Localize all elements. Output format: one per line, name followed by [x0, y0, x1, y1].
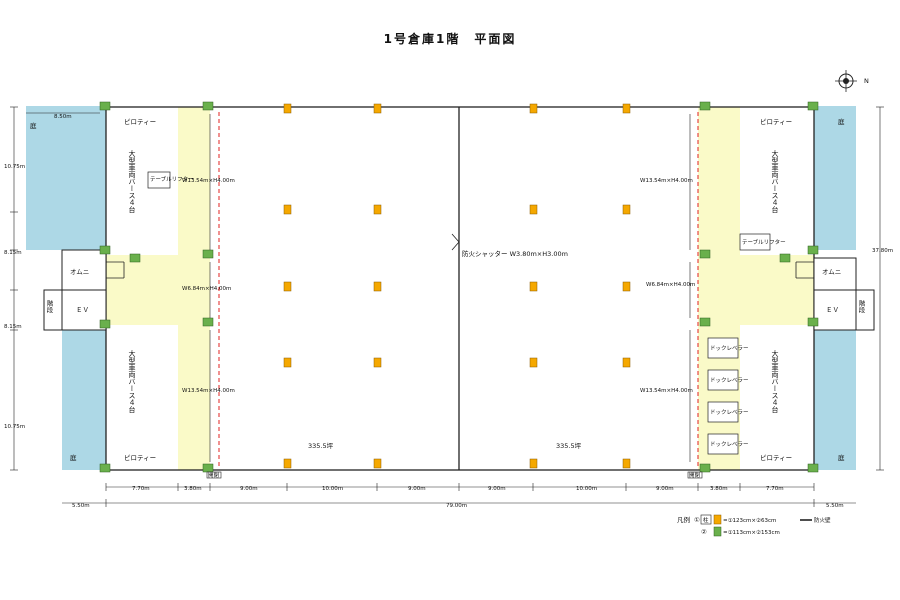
legend-orange-swatch — [713, 514, 722, 525]
legend-item1-text: =①123cm×②63cm — [723, 517, 776, 524]
legend-item2-num: ② — [701, 528, 707, 536]
gate-left — [206, 471, 222, 479]
stairs-left — [43, 289, 63, 331]
dim-bottom-4: 10.00m — [322, 486, 343, 492]
label-niwa-tr: 庭 — [838, 117, 845, 126]
dim-left-10-75-top: 10.75m — [4, 164, 25, 170]
compass-icon — [835, 70, 857, 92]
dock-leveler-label-4: ドックレベラー — [710, 441, 749, 448]
gate-left-label: 開閉 — [208, 472, 220, 479]
label-large-vehicle-bl: 大型車両バース４台 — [128, 349, 136, 414]
omni-left — [61, 249, 107, 291]
dim-bottom-10: 7.70m — [766, 486, 784, 492]
dim-bottom-2: 3.80m — [184, 486, 202, 492]
dim-left-10-75-bottom: 10.75m — [4, 424, 25, 430]
dim-right-total: 37.80m — [872, 248, 893, 254]
garden-bottom-left — [62, 330, 106, 470]
stairs-right — [855, 289, 875, 331]
legend-pillar-box — [700, 514, 712, 525]
legend-item2-text: =①113cm×②153cm — [723, 529, 780, 536]
dim-left-margin: 5.50m — [72, 503, 90, 509]
legend-green-swatch — [713, 526, 722, 537]
dim-w13-bl: W13.54m×H4.00m — [182, 388, 235, 394]
dim-total-width: 79.00m — [446, 503, 467, 509]
label-large-vehicle-br: 大型車両バース４台 — [771, 349, 779, 414]
gate-right-label: 開閉 — [689, 472, 701, 479]
table-lifter-left — [147, 171, 171, 189]
legend-title: 凡例 — [677, 515, 690, 524]
dim-w6-l: W6.84m×H4.00m — [182, 286, 231, 292]
legend-item1-num: ① — [694, 516, 700, 524]
label-piloti-tr: ピロティー — [760, 118, 792, 126]
label-piloti-br: ピロティー — [760, 454, 792, 462]
dim-left-8-15-a: 8.15m — [4, 250, 22, 256]
label-omni-left: オムニ — [70, 268, 89, 276]
dim-bottom-8: 9.00m — [656, 486, 674, 492]
legend-wall-text: 防火壁 — [814, 516, 831, 524]
label-piloti-tl: ピロティー — [124, 118, 156, 126]
label-niwa-bl: 庭 — [70, 453, 77, 462]
table-lifter-right — [739, 233, 771, 251]
legend-pillar-mark: 柱 — [703, 516, 709, 524]
dim-bottom-9: 3.80m — [710, 486, 728, 492]
label-large-vehicle-tr: 大型車両バース４台 — [771, 149, 779, 214]
label-ev-right: ＥＶ — [826, 306, 839, 314]
dim-bottom-6: 9.00m — [488, 486, 506, 492]
fire-shutter-symbol — [451, 233, 460, 251]
page-title: 1号倉庫1階 平面図 — [383, 32, 517, 46]
dim-right-margin: 5.50m — [826, 503, 844, 509]
dock-leveler-label-1: ドックレベラー — [710, 345, 749, 352]
label-piloti-bl: ピロティー — [124, 454, 156, 462]
label-stairs-right: 階段 — [857, 299, 865, 315]
dim-w6-r: W6.84m×H4.00m — [646, 282, 695, 288]
garden-bottom-right — [814, 330, 856, 470]
area-right: 335.5坪 — [556, 442, 582, 450]
dock-leveler-label-3: ドックレベラー — [710, 409, 749, 416]
dim-bottom-5: 9.00m — [408, 486, 426, 492]
pillars-green — [99, 101, 819, 473]
fire-shutter-label: 防火シャッター W3.80m×H3.00m — [462, 249, 568, 258]
gate-right — [687, 471, 703, 479]
dim-w13-tr: W13.54m×H4.00m — [640, 178, 693, 184]
pillars-orange — [283, 103, 631, 469]
dock-zone-left — [106, 107, 210, 470]
label-omni-right: オムニ — [822, 268, 841, 276]
label-ev-left: ＥＶ — [76, 306, 89, 314]
dim-top-left-width: 8.50m — [54, 114, 72, 120]
dim-bottom-3: 9.00m — [240, 486, 258, 492]
label-stairs-left: 階段 — [45, 299, 53, 315]
dock-levelers — [707, 337, 739, 455]
omni-right — [813, 257, 857, 291]
label-large-vehicle-tl: 大型車両バース４台 — [128, 149, 136, 214]
dock-leveler-label-2: ドックレベラー — [710, 377, 749, 384]
dim-w13-br: W13.54m×H4.00m — [640, 388, 693, 394]
area-left: 335.5坪 — [308, 442, 334, 450]
label-niwa-tl: 庭 — [30, 121, 37, 130]
dim-bottom-1: 7.70m — [132, 486, 150, 492]
ev-left — [61, 289, 107, 331]
table-lifter-right-label: テーブルリフター — [742, 238, 786, 246]
dim-bottom-7: 10.00m — [576, 486, 597, 492]
label-niwa-br: 庭 — [838, 453, 845, 462]
dim-w13-tl: W13.54m×H4.00m — [182, 178, 235, 184]
compass-label: N — [864, 77, 869, 85]
dim-left-8-15-b: 8.15m — [4, 324, 22, 330]
table-lifter-left-label: テーブルリフター — [150, 175, 194, 183]
garden-top-right — [814, 106, 856, 250]
garden-top-left — [26, 106, 106, 250]
